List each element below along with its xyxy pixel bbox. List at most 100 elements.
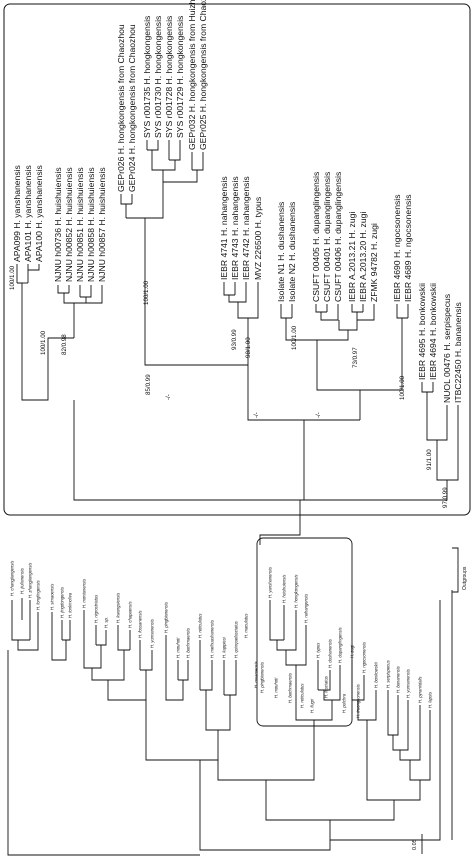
- overview-branch: [199, 640, 237, 696]
- inset-support-value: 100/1.00: [9, 265, 16, 290]
- inset-support-value: 73/0.97: [352, 347, 359, 368]
- overview-branch: [295, 660, 341, 721]
- overview-taxon-label: H. jiulianensis: [20, 567, 25, 594]
- inset-taxon-label: APA099 H. yanshanensis: [12, 165, 22, 262]
- inset-support-values: 100/1.0082/0.98100/1.0085/0.99100/1.0093…: [9, 265, 449, 508]
- inset-frame: [3, 3, 471, 516]
- highlight-box: [256, 537, 353, 727]
- inset-taxon-label: IEBR 4690 H. ngocsonensis: [392, 195, 402, 303]
- inset-taxon-label: IEBR 4689 H. ngocsonensis: [403, 195, 413, 303]
- overview-taxon-label: H. nahangensis: [304, 593, 309, 623]
- overview-tree-edges: [7, 590, 453, 856]
- overview-taxon-label: H. bananensis: [396, 665, 401, 693]
- overview-taxon-label: H. jingdongensis: [60, 586, 65, 618]
- outgroups-label: Outgroups: [462, 566, 468, 590]
- overview-taxon-label: H. fossanensis: [138, 610, 143, 638]
- inset-taxon-label: GEPr026 H. hongkongensis from Chaozhou: [116, 24, 126, 192]
- inset-taxon-label: CSUFT 00401 H. dupanglingensis: [322, 172, 332, 302]
- inset-taxon-label: GEPr024 H. hongkongensis from Chaozhou: [127, 24, 137, 192]
- overview-taxon-label: H. longlingensis: [36, 580, 41, 610]
- inset-branch: [338, 304, 375, 331]
- overview-taxon-label: H. mouhoti: [274, 677, 279, 698]
- inset-branch: [223, 282, 259, 319]
- overview-taxon-label: H. dupanglingensis: [338, 626, 343, 663]
- overview-taxon-label: H. meihuashanensis: [210, 619, 215, 658]
- overview-branch: [265, 590, 453, 841]
- overview-taxon-label: H. pingbianensis: [164, 601, 169, 633]
- inset-support-value: -/-: [253, 412, 260, 418]
- inset-taxon-label: ZFMK 94782 H. zugi: [369, 223, 379, 302]
- overview-taxon-label: H. pulchra: [342, 693, 347, 713]
- inset-branch: [146, 140, 181, 171]
- overview-taxon-label: H. yunnanensis: [150, 618, 155, 648]
- overview-taxon-label: H. tonkinoliva: [68, 592, 73, 618]
- inset-branch: [285, 318, 349, 365]
- inset-taxon-label: IEBR A.2013.20 H. zugi: [358, 212, 368, 302]
- inset-connector: [259, 515, 301, 545]
- overview-taxon-label: H. dushanensis: [328, 638, 333, 668]
- overview-taxon-label: H. yunnanensis: [406, 668, 411, 698]
- overview-taxon-label: H. typus: [316, 642, 321, 658]
- overview-taxon-label: H. yanshanensis: [268, 566, 273, 598]
- inset-taxon-label: ITBC22450 H. bananensis: [453, 302, 463, 403]
- inset-support-value: 100/1.00: [143, 280, 150, 305]
- inset-support-value: 91/1.00: [426, 449, 433, 470]
- overview-taxon-label: H. bachmaensis: [186, 627, 191, 658]
- scale-bar-label: 0.05: [412, 839, 418, 850]
- inset-taxon-label: IEBR 4695 H. bonkowskii: [417, 283, 427, 380]
- inset-branch: [316, 304, 409, 420]
- inset-taxon-label: CSUFT 00405 H. dupanglingensis: [311, 172, 321, 302]
- overview-taxon-label: H. reticulatus: [300, 683, 305, 708]
- overview-taxon-label: H. bachmaensis: [288, 672, 293, 703]
- overview-taxon-label: H. chapaensis: [128, 601, 133, 628]
- inset-taxon-label: SYS r001728 H. hongkongensis: [164, 16, 174, 138]
- inset-branch: [126, 182, 164, 255]
- overview-branch: [83, 610, 107, 669]
- inset-taxon-label: NJNU h00858 H. huishuiensis: [86, 167, 96, 282]
- overview-branch: [165, 635, 189, 701]
- overview-taxon-label: H. lapsis: [428, 691, 433, 708]
- inset-tree-edges: [16, 140, 459, 515]
- overview-branch: [51, 612, 71, 661]
- overview-taxon-label: H. mouhoti: [176, 637, 181, 658]
- inset-taxon-label: IEBR 4694 H. bonkowskii: [428, 283, 438, 380]
- inset-branch: [120, 194, 133, 218]
- overview-taxon-label: H. nigrostriatus: [94, 594, 99, 623]
- inset-support-value: 100/1.00: [291, 325, 298, 350]
- inset-support-value: -/-: [315, 412, 322, 418]
- overview-taxon-label: H. truongsonensis: [356, 683, 361, 718]
- inset-taxon-label: APA101 H. yanshanensis: [23, 165, 33, 262]
- overview-taxon-label: H. zhangjiangensis: [28, 562, 33, 598]
- inset-branch: [21, 295, 75, 401]
- inset-support-value: 100/1.00: [399, 375, 406, 400]
- inset-taxon-label: SYS r001730 H. hongkongensis: [153, 16, 163, 138]
- inset-taxon-label: SYS r001729 H. hongkongensis: [175, 16, 185, 138]
- inset-support-value: 100/1.00: [40, 330, 47, 355]
- inset-branch: [162, 152, 204, 183]
- overview-taxon-label: H. ngocsonensis: [362, 641, 367, 673]
- overview-branch: [107, 640, 153, 701]
- inset-taxon-label: IEBR A.2013.21 H. zugi: [347, 212, 357, 302]
- overview-taxon-label: H. bonkowskii: [374, 661, 379, 688]
- inset-taxon-label: NJNU h00851 H. huishuiensis: [75, 167, 85, 282]
- inset-branch: [280, 304, 339, 321]
- overview-taxon-label: H. muamensis: [254, 660, 259, 688]
- inset-taxon-label: NJNU h00736 H. huishuiensis: [53, 167, 63, 282]
- overview-taxon-label: H. changjiangensis: [10, 560, 15, 596]
- overview-branch: [269, 600, 307, 666]
- overview-taxon-label: H. maculatus: [244, 613, 249, 638]
- overview-branch: [91, 625, 131, 681]
- overview-taxon-label: H. hongkongensis: [294, 574, 299, 608]
- overview-taxon-label: H. kappiesi: [222, 636, 227, 658]
- inset-taxon-label: APA100 H. yanshanensis: [34, 165, 44, 262]
- overview-taxon-label: H. huishuiensis: [282, 574, 287, 603]
- inset-taxon-label: Isolate N2 H. dushanensis: [287, 202, 297, 302]
- overview-branch: [366, 710, 431, 801]
- overview-taxon-label: H. pyramidalis: [418, 676, 423, 703]
- inset-support-value: 82/0.98: [61, 334, 68, 355]
- overview-taxon-label: H. fasciatus: [324, 675, 329, 698]
- inset-branch: [247, 365, 360, 462]
- inset-branch: [144, 255, 249, 366]
